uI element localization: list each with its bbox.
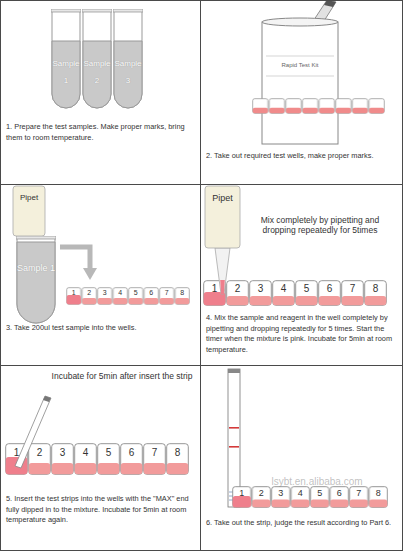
step-panel: 4. Mix the sample and reagent in the wel… [200,184,403,366]
well-number: 3 [97,289,113,297]
sample-tube: Sample 1 [16,236,56,324]
well-number: 6 [120,447,143,459]
watermark: lsybt.en.alibaba.com [252,476,382,488]
tube-rim [16,236,56,239]
annotation: Pipet [13,193,45,202]
well-number: 7 [159,289,175,297]
tube-label: Sample 1 [16,260,56,277]
strip-end [43,396,51,402]
label-line [266,76,334,77]
well-strip [66,287,190,305]
annotation: Pipet [205,193,240,203]
step-caption: 5. Insert the test strips into the wells… [6,494,196,526]
well-number: 5 [295,283,318,295]
well-number: 5 [310,488,330,498]
sample-tube: Sample 1 [51,9,81,109]
well-number: 2 [252,488,272,498]
well-number: 1 [203,283,226,295]
step-panel: 6. Take out the strip, judge the result … [200,365,403,551]
tube-rim [82,9,112,12]
well-number: 5 [97,447,120,459]
pipet-body [13,186,45,236]
well-number: 1 [5,447,28,459]
well-number: 3 [51,447,74,459]
tube-outline [16,236,56,324]
well-number: 6 [330,488,350,498]
well-number: 3 [271,488,291,498]
step-panel: 3. Take 200ul test sample into the wells… [0,184,201,366]
well-number: 6 [318,283,341,295]
step-caption: 3. Take 200ul test sample into the wells… [6,323,196,334]
tube-glass [17,237,55,323]
well-number: 8 [175,289,191,297]
step-panel: 2. Take out required test wells, make pr… [200,0,403,185]
well-number: 8 [369,488,389,498]
well-number: 8 [166,447,189,459]
tube-rim [113,9,143,12]
tube-liquid [114,41,142,108]
step-caption: 6. Take out the strip, judge the result … [206,518,399,529]
test-line [229,427,239,429]
well-number: 4 [272,283,295,295]
well-number: 2 [28,447,51,459]
label-line [266,56,334,57]
well-number: 7 [341,283,364,295]
step-panel: 5. Insert the test strips into the wells… [0,365,201,551]
strip-end [324,0,336,7]
well-number: 2 [82,289,98,297]
step-panel: 1. Prepare the test samples. Make proper… [0,0,201,185]
strip-end [228,369,240,373]
well-number: 3 [249,283,272,295]
well-number: 4 [74,447,97,459]
sample-tube: Sample 3 [113,9,143,109]
tube-glass [83,10,111,108]
well-number: 6 [144,289,160,297]
tube-label: Sample 2 [82,55,112,89]
canister-rim [262,18,338,26]
control-line [229,446,239,448]
annotation: Mix completely by pipetting and dropping… [244,216,396,236]
well-strip [232,486,388,508]
well-number: 1 [66,289,82,297]
arrow-shaft [60,247,90,270]
well-number: 7 [143,447,166,459]
well-number: 8 [364,283,387,295]
tube-label: Sample 3 [113,55,143,89]
well-number: 4 [291,488,311,498]
well-number: 2 [226,283,249,295]
well-strip [5,443,189,475]
well-strip [203,280,387,306]
arrow-head [83,268,97,280]
well-strip [252,98,385,114]
annotation: Rapid Test Kit [266,62,334,69]
test-strip [15,396,51,468]
kit-canister [262,22,338,144]
well-number: 5 [128,289,144,297]
tube-glass [52,10,80,108]
tube-label: Sample 1 [51,55,81,89]
annotation: Incubate for 5min after insert the strip [46,372,198,382]
tube-liquid [17,242,55,323]
sample-well [67,295,81,304]
tube-rim [51,9,81,12]
step-caption: 2. Take out required test wells, make pr… [206,151,398,162]
well-number: 7 [349,488,369,498]
sample-tube: Sample 2 [82,9,112,109]
tube-liquid [83,41,111,108]
well-number: 1 [232,488,252,498]
pipet-liquid [220,280,225,294]
well-number: 4 [113,289,129,297]
step-caption: 1. Prepare the test samples. Make proper… [6,122,196,143]
step-caption: 4. Mix the sample and reagent in the wel… [206,313,399,355]
tube-glass [114,10,142,108]
pipet-body [205,186,240,248]
tube-liquid [52,41,80,108]
